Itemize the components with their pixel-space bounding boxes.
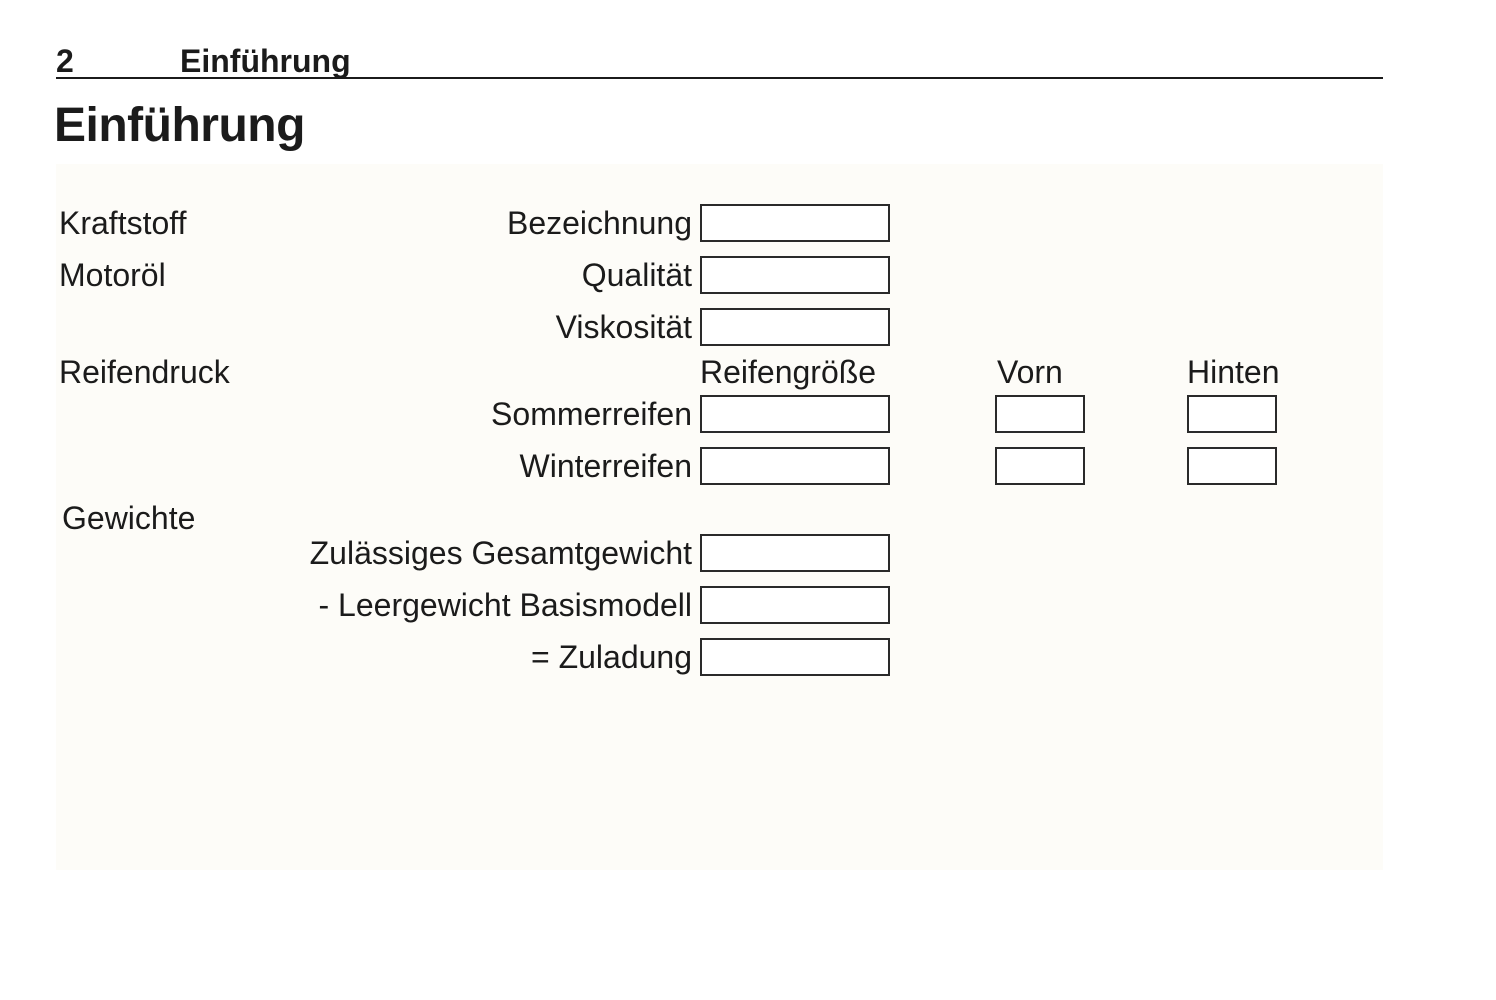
- page-number: 2: [56, 43, 74, 79]
- field-label-qualitaet: Qualität: [581, 257, 692, 293]
- field-label-viskositaet: Viskosität: [555, 309, 692, 345]
- page-title: Einführung: [54, 99, 305, 152]
- tire-header-row: Reifendruck Reifengröße Vorn Hinten: [56, 354, 1383, 390]
- field-label-sommerreifen: Sommerreifen: [491, 396, 692, 432]
- tire-row-sommerreifen: Sommerreifen: [56, 395, 1383, 433]
- qualitaet-input-box[interactable]: [700, 256, 890, 294]
- running-chapter-title: Einführung: [180, 43, 351, 79]
- leergewicht-input-box[interactable]: [700, 586, 890, 624]
- column-header-hinten: Hinten: [1187, 354, 1280, 390]
- sommerreifen-hinten-input-box[interactable]: [1187, 395, 1277, 433]
- gesamtgewicht-input-box[interactable]: [700, 534, 890, 572]
- winterreifen-hinten-input-box[interactable]: [1187, 447, 1277, 485]
- winterreifen-vorn-input-box[interactable]: [995, 447, 1085, 485]
- form-row-viskositaet: Viskosität: [56, 308, 1383, 346]
- specification-form-panel: Kraftstoff Bezeichnung Motoröl Qualität …: [56, 164, 1383, 870]
- field-label-leergewicht: - Leergewicht Basismodell: [318, 587, 693, 623]
- sommerreifen-vorn-input-box[interactable]: [995, 395, 1085, 433]
- field-label-zuladung: = Zuladung: [530, 639, 692, 675]
- section-label-motoroel: Motoröl: [59, 257, 166, 293]
- weight-row-gesamtgewicht: Zulässiges Gesamtgewicht: [56, 534, 1383, 572]
- field-label-bezeichnung: Bezeichnung: [506, 205, 692, 241]
- tire-row-winterreifen: Winterreifen: [56, 447, 1383, 485]
- field-label-winterreifen: Winterreifen: [519, 448, 693, 484]
- section-label-gewichte: Gewichte: [62, 500, 196, 536]
- form-row-bezeichnung: Kraftstoff Bezeichnung: [56, 204, 1383, 242]
- field-label-gesamtgewicht: Zulässiges Gesamtgewicht: [309, 535, 692, 571]
- section-label-reifendruck: Reifendruck: [59, 354, 230, 390]
- column-header-vorn: Vorn: [997, 354, 1063, 390]
- weight-row-leergewicht: - Leergewicht Basismodell: [56, 586, 1383, 624]
- form-row-qualitaet: Motoröl Qualität: [56, 256, 1383, 294]
- weight-row-zuladung: = Zuladung: [56, 638, 1383, 676]
- viskositaet-input-box[interactable]: [700, 308, 890, 346]
- sommerreifen-size-input-box[interactable]: [700, 395, 890, 433]
- column-header-reifengroesse: Reifengröße: [700, 354, 877, 390]
- bezeichnung-input-box[interactable]: [700, 204, 890, 242]
- winterreifen-size-input-box[interactable]: [700, 447, 890, 485]
- running-header: 2 Einführung: [56, 44, 1383, 78]
- zuladung-input-box[interactable]: [700, 638, 890, 676]
- header-rule: [56, 77, 1383, 79]
- section-label-kraftstoff: Kraftstoff: [59, 205, 187, 241]
